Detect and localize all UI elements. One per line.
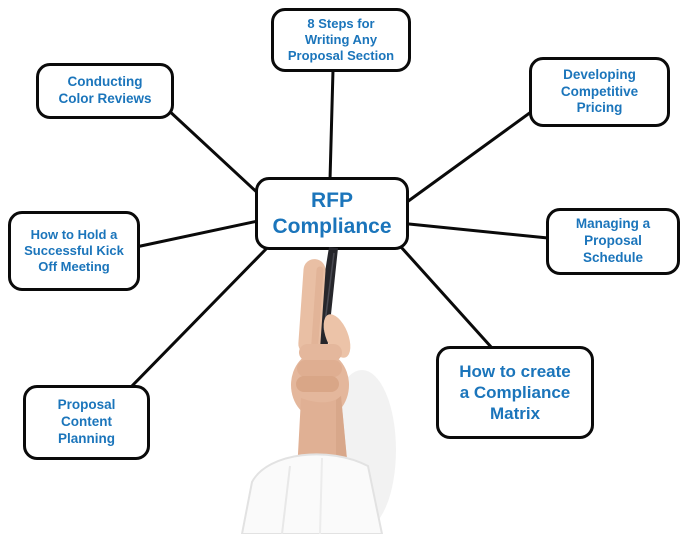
node-8-steps-label: 8 Steps for Writing Any Proposal Section — [287, 15, 395, 64]
node-8-steps-proposal-section: 8 Steps for Writing Any Proposal Section — [271, 8, 411, 72]
node-rfp-compliance-label: RFP Compliance — [272, 189, 392, 238]
connector-color-reviews — [164, 106, 264, 199]
node-conducting-color-reviews: Conducting Color Reviews — [36, 63, 174, 119]
node-content-planning-label: Proposal Content Planning — [57, 397, 116, 446]
connector-kickoff — [134, 219, 260, 249]
node-schedule-label: Managing a Proposal Schedule — [575, 216, 651, 265]
node-rfp-compliance: RFP Compliance — [255, 177, 409, 250]
node-compliance-matrix: How to create a Compliance Matrix — [436, 346, 594, 439]
node-compliance-matrix-label: How to create a Compliance Matrix — [459, 361, 571, 424]
node-developing-competitive-pricing: Developing Competitive Pricing — [529, 57, 670, 127]
node-color-reviews-label: Conducting Color Reviews — [58, 74, 152, 106]
connector-steps — [328, 68, 335, 182]
node-proposal-content-planning: Proposal Content Planning — [23, 385, 150, 460]
connector-schedule — [407, 222, 550, 240]
node-managing-proposal-schedule: Managing a Proposal Schedule — [546, 208, 680, 275]
node-pricing-label: Developing Competitive Pricing — [560, 66, 639, 116]
connector-content-planning — [128, 245, 270, 390]
node-kickoff-label: How to Hold a Successful Kick Off Meetin… — [24, 226, 124, 275]
connector-compliance-matrix — [399, 245, 494, 350]
connector-pricing — [405, 110, 533, 204]
node-kick-off-meeting: How to Hold a Successful Kick Off Meetin… — [8, 211, 140, 291]
